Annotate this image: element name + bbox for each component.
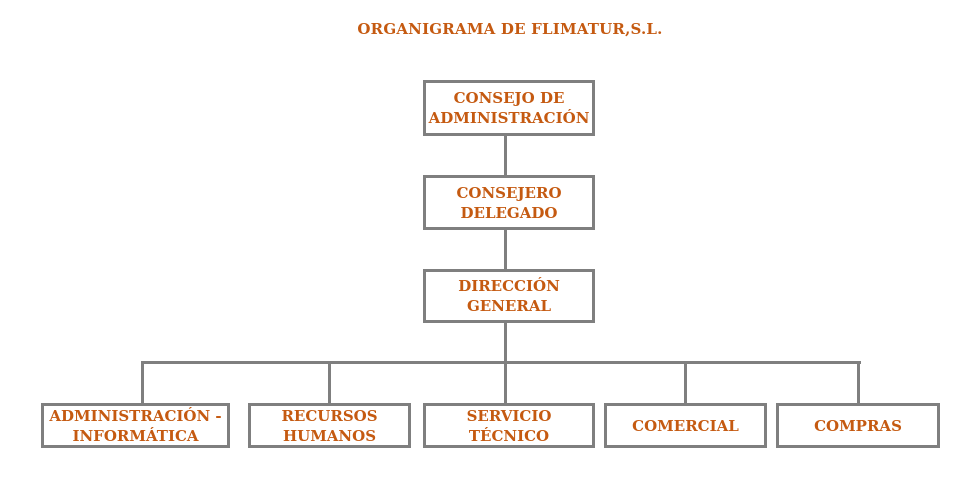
connector-bus-compras [857, 361, 860, 405]
node-compras-line1: COMPRAS [814, 416, 902, 435]
connector-bus-servicio [504, 361, 507, 405]
node-administracion-informatica-line1: ADMINISTRACIÓN - [49, 406, 222, 425]
connector-consejo-delegado [504, 135, 507, 177]
node-comercial-line1: COMERCIAL [632, 416, 739, 435]
node-consejero-delegado-line1: CONSEJERO [456, 183, 562, 202]
connector-bus-comercial [684, 361, 687, 405]
connector-delegado-direccion [504, 229, 507, 271]
node-administracion-informatica: ADMINISTRACIÓN - INFORMÁTICA [41, 403, 230, 448]
node-consejo-administracion-line2: ADMINISTRACIÓN [428, 109, 590, 127]
node-recursos-humanos: RECURSOS HUMANOS [248, 403, 411, 448]
node-consejo-administracion-line1: CONSEJO DE [453, 89, 565, 107]
connector-direccion-bus [504, 321, 507, 365]
node-servicio-tecnico: SERVICIO TÉCNICO [423, 403, 595, 448]
node-consejero-delegado-line2: DELEGADO [460, 203, 558, 222]
node-administracion-informatica-line2: INFORMÁTICA [72, 426, 199, 445]
node-compras: COMPRAS [776, 403, 940, 448]
connector-bus-recursos [328, 361, 331, 405]
node-direccion-general: DIRECCIÓN GENERAL [423, 269, 595, 323]
node-direccion-general-line1: DIRECCIÓN [458, 277, 560, 295]
node-consejo-administracion: CONSEJO DE ADMINISTRACIÓN [423, 80, 595, 136]
node-comercial: COMERCIAL [604, 403, 767, 448]
node-servicio-tecnico-line2: TÉCNICO [468, 426, 550, 445]
node-recursos-humanos-line1: RECURSOS [281, 406, 378, 425]
node-consejero-delegado: CONSEJERO DELEGADO [423, 175, 595, 230]
chart-title: ORGANIGRAMA DE FLIMATUR,S.L. [357, 20, 663, 38]
node-recursos-humanos-line2: HUMANOS [282, 426, 377, 445]
connector-horizontal-bus [141, 361, 861, 364]
connector-bus-administracion [141, 361, 144, 405]
node-servicio-tecnico-line1: SERVICIO [466, 406, 552, 425]
node-direccion-general-line2: GENERAL [466, 297, 552, 315]
